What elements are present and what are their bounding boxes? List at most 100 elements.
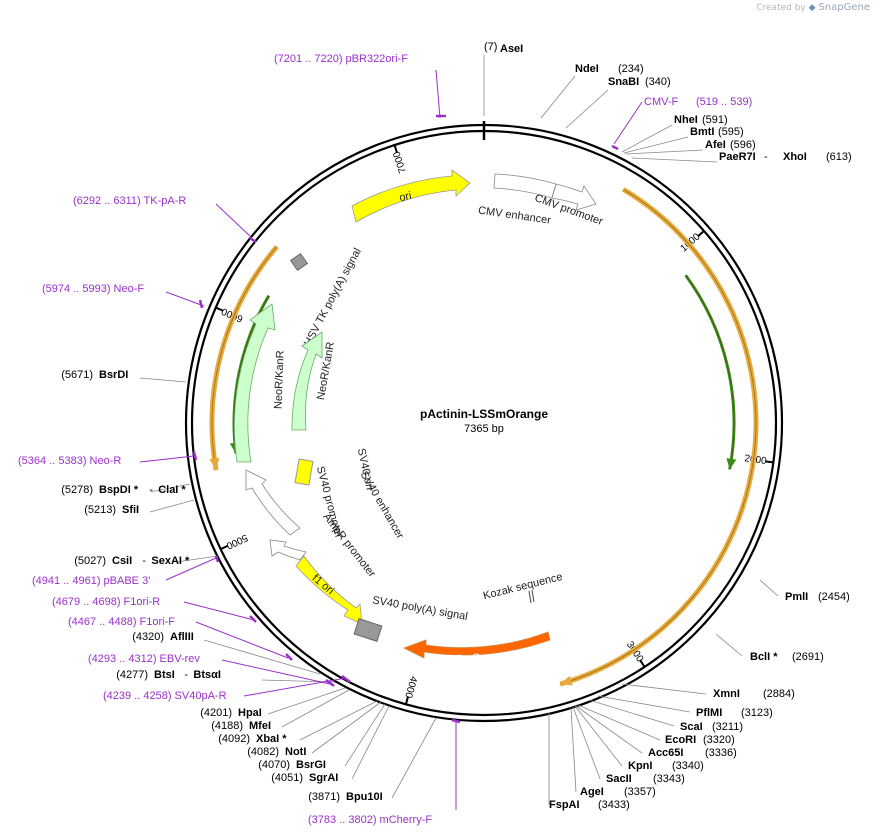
- orf-arc-actinin-core: [560, 189, 757, 685]
- primer-label: (5974 .. 5993) Neo-F: [42, 283, 144, 295]
- site-position: (613): [826, 151, 852, 163]
- site-leader-line: [623, 136, 689, 154]
- primer-label: (3783 .. 3802) mCherry-F: [308, 814, 432, 826]
- primer-mcherryf[interactable]: (3783 .. 3802) mCherry-F: [308, 718, 461, 826]
- primer-f1orif[interactable]: (4467 .. 4488) F1ori-F: [68, 616, 293, 661]
- site-bpu10i[interactable]: (3871)Bpu10I: [308, 717, 437, 803]
- primer-sv40par[interactable]: (4239 .. 4258) SV40pA-R: [103, 675, 351, 702]
- site-pflmi[interactable]: PflMI(3123): [597, 695, 773, 719]
- site-position: (591): [702, 114, 728, 126]
- site-position: (3211): [712, 721, 743, 733]
- feature-cmv-divider: [551, 183, 557, 199]
- site-leader-line: [570, 707, 577, 793]
- site-bsrdi[interactable]: (5671)BsrDI: [61, 369, 187, 383]
- site-sgrai[interactable]: (4051)SgrAI: [271, 705, 390, 784]
- feature-lssmorange-arrow[interactable]: [402, 631, 551, 659]
- site-name: NdeI: [575, 63, 599, 75]
- site-hpai[interactable]: (4201)HpaI: [200, 687, 346, 719]
- site-kpni[interactable]: KpnI(3340): [574, 705, 704, 772]
- site-bsrgi[interactable]: (4070)BsrGI: [258, 703, 386, 771]
- feature-cmv-promoter-arrow[interactable]: [551, 183, 597, 211]
- site-asei[interactable]: AseI(7): [483, 41, 523, 116]
- orf-arc-actinin[interactable]: [559, 187, 759, 687]
- site-afliii[interactable]: (4320)AflIII: [132, 631, 321, 675]
- site-name: PflMI: [696, 707, 722, 719]
- site-csii[interactable]: (5027)CsiI-SexAI *: [74, 555, 219, 567]
- primer-leader-line: [613, 101, 643, 145]
- site-position: (2884): [763, 688, 795, 700]
- site-paer7i[interactable]: PaeR7I-XhoI(613): [631, 151, 852, 163]
- site-bcli[interactable]: BclI *(2691): [715, 633, 824, 663]
- orf-arc-actinin-arrowhead: [560, 675, 573, 686]
- primer-ebvrev[interactable]: (4293 .. 4312) EBV-rev: [88, 653, 335, 687]
- site-pmli[interactable]: PmlI(2454): [759, 579, 850, 603]
- primer-f1orir[interactable]: (4679 .. 4698) F1ori-R: [52, 596, 257, 623]
- primer-neof[interactable]: (5974 .. 5993) Neo-F: [42, 283, 205, 309]
- site-name-2: SexAI *: [151, 555, 190, 567]
- site-position: (4070): [258, 759, 290, 771]
- scale-tick: [393, 144, 398, 153]
- feature-cmv-enhancer-label: CMV enhancer: [477, 205, 552, 227]
- site-leader-line: [311, 701, 382, 754]
- scale-tick: [765, 460, 774, 464]
- feature-sv40-polya-box[interactable]: [353, 618, 383, 642]
- feature-hsv-tk-polya-box[interactable]: [289, 252, 309, 272]
- site-sacii[interactable]: SacII(3343): [572, 706, 685, 785]
- site-acc65i[interactable]: Acc65I(3336): [575, 705, 737, 759]
- site-dash: -: [764, 151, 768, 163]
- site-leader-line: [625, 149, 704, 155]
- site-scai[interactable]: ScaI(3211): [588, 699, 743, 733]
- primer-cmvf[interactable]: CMV-F(519 .. 539): [611, 96, 752, 151]
- site-name: BsrDI: [99, 369, 128, 381]
- primer-pbabe3[interactable]: (4941 .. 4961) pBABE 3': [32, 555, 220, 587]
- site-xbai[interactable]: (4092) XbaI *: [218, 700, 378, 745]
- site-noti[interactable]: (4082)NotI: [247, 701, 382, 758]
- primer-neor[interactable]: (5364 .. 5383) Neo-R: [18, 451, 198, 467]
- site-xmni[interactable]: XmnI(2884): [621, 683, 795, 700]
- site-afei[interactable]: AfeI(596): [625, 139, 756, 155]
- feature-sv40-promoter-arrow[interactable]: [245, 469, 301, 536]
- feature-neor-kanr-inner-arrow[interactable]: [291, 331, 323, 431]
- site-nhei[interactable]: NheI(591): [621, 114, 728, 153]
- site-leader-line: [267, 687, 346, 715]
- feature-sv40-polya-label: SV40 poly(A) signal: [371, 594, 468, 623]
- feature-kozak-mark-2: [531, 589, 535, 603]
- site-position: (4092): [218, 733, 250, 745]
- site-sfii[interactable]: (5213)SfiI: [84, 499, 195, 516]
- site-bspdi[interactable]: (5278)BspDI *-ClaI *: [61, 483, 191, 496]
- site-position: (595): [718, 126, 744, 138]
- site-name: MfeI: [249, 720, 271, 732]
- site-snabi[interactable]: SnaBI(340): [565, 76, 671, 129]
- site-name: AflIII: [170, 631, 194, 643]
- site-bmti[interactable]: BmtI(595): [623, 126, 744, 154]
- site-fspai[interactable]: FspAI(3433): [548, 713, 630, 811]
- primer-mark: [214, 555, 220, 563]
- feature-neor-kanr-outer-arrow[interactable]: [233, 303, 276, 463]
- primer-pbr322orif[interactable]: (7201 .. 7220) pBR322ori-F: [274, 53, 446, 119]
- feature-ampr-promoter-arrow[interactable]: [269, 539, 307, 561]
- site-position: (4201): [200, 707, 232, 719]
- site-position: (3433): [598, 799, 630, 811]
- primer-label: (4467 .. 4488) F1ori-F: [68, 616, 175, 628]
- scale-tick: [220, 544, 229, 551]
- site-btsi[interactable]: (4277)BtsI-BtsαI: [116, 669, 335, 683]
- site-leader-line: [621, 683, 707, 695]
- primer-mark: [198, 299, 204, 309]
- primer-tkpar[interactable]: (6292 .. 6311) TK-pA-R: [73, 195, 257, 244]
- site-position: (3320): [703, 734, 735, 746]
- site-name: BtsI: [154, 669, 175, 681]
- site-ecori[interactable]: EcoRI(3320): [577, 704, 735, 746]
- site-ndei[interactable]: NdeI(234): [540, 63, 644, 119]
- site-position: (5213): [84, 504, 116, 516]
- site-name: XbaI *: [256, 733, 287, 745]
- feature-cmv-enhancer-arrow[interactable]: [493, 173, 557, 199]
- site-position: (7): [484, 41, 497, 53]
- feature-ori-arrow[interactable]: [351, 169, 471, 223]
- feature-sv40-ori-box[interactable]: [294, 458, 314, 486]
- site-mfei[interactable]: (4188)MfeI: [211, 689, 350, 732]
- orf-arcs: [209, 187, 759, 687]
- feature-f1-ori-arrow[interactable]: [295, 555, 363, 625]
- site-agei[interactable]: AgeI(3357): [570, 707, 656, 798]
- orf-arc-actinin-inner-core: [685, 274, 735, 470]
